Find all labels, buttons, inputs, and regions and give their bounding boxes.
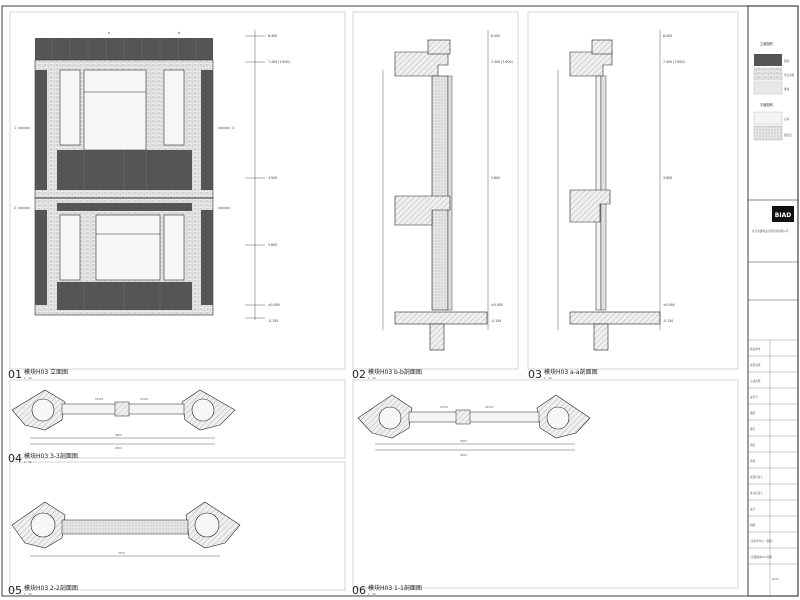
drawing-scale: 1 : 30 [544,376,552,380]
legend: 立面图例 面砖 仿石涂料 玻璃 平面图例 石材 保温层 [753,41,795,141]
level-mark: 7.400 (7.600) [663,60,685,64]
drawing-scale: 1 : 30 [368,376,376,380]
tb-row-label: 建设单位 [750,347,761,351]
window-tag: C0721 [440,405,449,409]
sheet-title: 立面模块H03详图 [751,555,772,559]
level-mark: 8.400 [491,34,500,38]
drawing-scale: 1 : 30 [24,376,32,380]
level-mark: 3.600 [268,243,277,247]
drawing-scale: 1 : 30 [24,460,32,464]
title-block: BIAD 北京市建筑设计研究院有限公司 建设单位 项目名称 子项名称 设计号 图… [748,199,798,596]
plan-2-2-panel [9,461,346,591]
level-mark: 4.500 [268,176,277,180]
dimension-text: 3600 [460,439,467,443]
level-mark: -0.150 [268,319,278,323]
logo-text: BIAD [775,212,791,219]
plan-dimensions: C0721 C0721 3600 4500 3750 C0721 C0721 3… [95,397,494,555]
drawing-number: 02 [352,368,366,381]
drawing-number: 01 [8,368,22,381]
cut-labels: 1 2 3 a b [14,31,234,210]
level-mark: ±0.000 [663,303,675,307]
cut-label: 2 [14,206,16,210]
cut-label: b [178,31,180,35]
biad-logo [772,206,794,222]
dimension-text: 3600 [115,433,122,437]
drawing-scale: 1 : 30 [368,592,376,596]
drawing-number: 06 [352,584,366,597]
plan-1-1-panel [352,379,739,589]
level-mark: 3.600 [663,176,672,180]
company-name: 北京市建筑设计研究院有限公司 [752,229,789,233]
section-b-b-panel [352,11,519,370]
tb-row-label: 专业负责人 [750,491,763,495]
legend-label: 面砖 [784,59,790,63]
tb-row-label: 制图 [750,523,756,527]
tb-row-label: 图别 [750,411,756,415]
tb-row-label: 子项名称 [750,379,761,383]
tb-row-label: 设计 [750,507,756,511]
tb-row-label: 审定 [750,443,756,447]
legend-label: 石材 [784,117,790,121]
tb-row-label: 项目负责人 [750,475,763,479]
window-tag: C0721 [485,405,494,409]
legend-heading: 立面图例 [760,41,773,46]
drawing-title: 模块H03 立面图 [24,368,68,376]
drawing-labels: 01 模块H03 立面图 1 : 30 02 模块H03 b-b剖面图 1 : … [8,368,598,597]
drawing-title: 模块H03 b-b剖面图 [368,368,422,376]
drawing-number: 03 [528,368,542,381]
plan-3-3-panel [9,379,346,459]
cut-label: 3 [232,126,234,130]
elevation-marks: 8.400 7.400 (7.600) 4.500 3.600 ±0.000 -… [268,34,685,323]
legend-label: 保温层 [784,133,792,137]
level-mark: ±0.000 [491,303,503,307]
legend-swatch [753,81,783,95]
cut-label: 1 [14,126,16,130]
tb-row-label: 图号 [750,427,756,431]
window-tag: C0721 [95,397,104,401]
drawing-scale: 1 : 30 [24,592,32,596]
drawing-title: 模块H03 2-2剖面图 [24,584,78,592]
level-mark: 3.600 [491,176,500,180]
section-a-a-panel [527,11,739,370]
tb-row-label: 设计号 [750,395,758,399]
dimension-text: 4500 [115,446,122,450]
level-mark: -0.150 [663,319,673,323]
legend-swatch [754,54,782,66]
drawing-number: 05 [8,584,22,597]
legend-swatch [753,67,783,81]
level-mark: -0.150 [491,319,501,323]
project-name: 某科学中心（新建） [751,539,774,543]
drawing-title: 模块H03 3-3剖面图 [24,452,78,460]
level-mark: 7.400 (7.600) [268,60,290,64]
legend-label: 仿石涂料 [784,73,795,77]
tb-row-label: 审核 [750,459,756,463]
level-mark: 7.400 (7.600) [491,60,513,64]
legend-label: 玻璃 [784,87,790,91]
drawing-title: 模块H03 a-a剖面图 [544,368,598,376]
dimension-text: 3750 [118,551,125,555]
level-mark: 8.400 [268,34,277,38]
drawing-number: 04 [8,452,22,465]
dimension-text: 4500 [460,453,467,457]
drawing-title: 模块H03 1-1剖面图 [368,584,422,592]
window-tag: C0721 [140,397,149,401]
sheet-number: JS-03 [771,577,779,581]
elevation-panel [9,11,346,370]
legend-swatch [753,125,783,141]
tb-row-label: 项目名称 [750,363,761,367]
cut-label: a [108,31,110,35]
level-mark: 8.400 [663,34,672,38]
level-mark: ±0.000 [268,303,280,307]
legend-heading: 平面图例 [760,102,773,107]
legend-swatch [753,111,783,125]
